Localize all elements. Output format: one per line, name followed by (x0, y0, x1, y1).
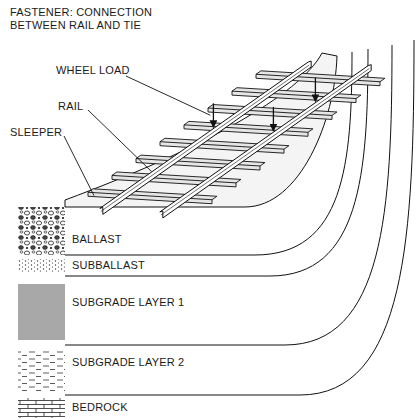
subgrade-1-block (18, 284, 65, 340)
subgrade-2-block (18, 350, 65, 392)
layer-label: BEDROCK (72, 401, 128, 414)
layer-label: SUBBALLAST (72, 259, 145, 272)
subballast-block (18, 259, 65, 272)
layer-label: BALLAST (72, 233, 122, 246)
part-label: SLEEPER (10, 126, 62, 139)
leader-line (88, 110, 152, 172)
layer-line (65, 45, 392, 345)
track (88, 61, 385, 218)
bedrock-block (18, 398, 65, 418)
wheel-load-arrow (315, 77, 316, 101)
part-label: RAIL (58, 100, 83, 113)
rail (100, 61, 311, 214)
layer-line (65, 40, 414, 395)
rail (160, 65, 371, 218)
wheel-load-arrow (273, 107, 274, 131)
part-label: WHEEL LOAD (56, 64, 130, 77)
layer-label: SUBGRADE LAYER 1 (72, 296, 184, 309)
rail-web (101, 65, 309, 211)
wheel-load-arrow (213, 103, 214, 127)
rail-web (161, 69, 369, 215)
layer-label: SUBGRADE LAYER 2 (72, 356, 184, 369)
layer-line (65, 52, 352, 255)
layer-line (65, 49, 368, 276)
layer-boundaries (65, 40, 414, 395)
leader-line (64, 136, 94, 196)
fastener-note: FASTENER: CONNECTION BETWEEN RAIL AND TI… (10, 6, 180, 32)
leader-lines (64, 76, 315, 196)
leader-line (126, 76, 210, 115)
ballast-block (18, 207, 65, 255)
